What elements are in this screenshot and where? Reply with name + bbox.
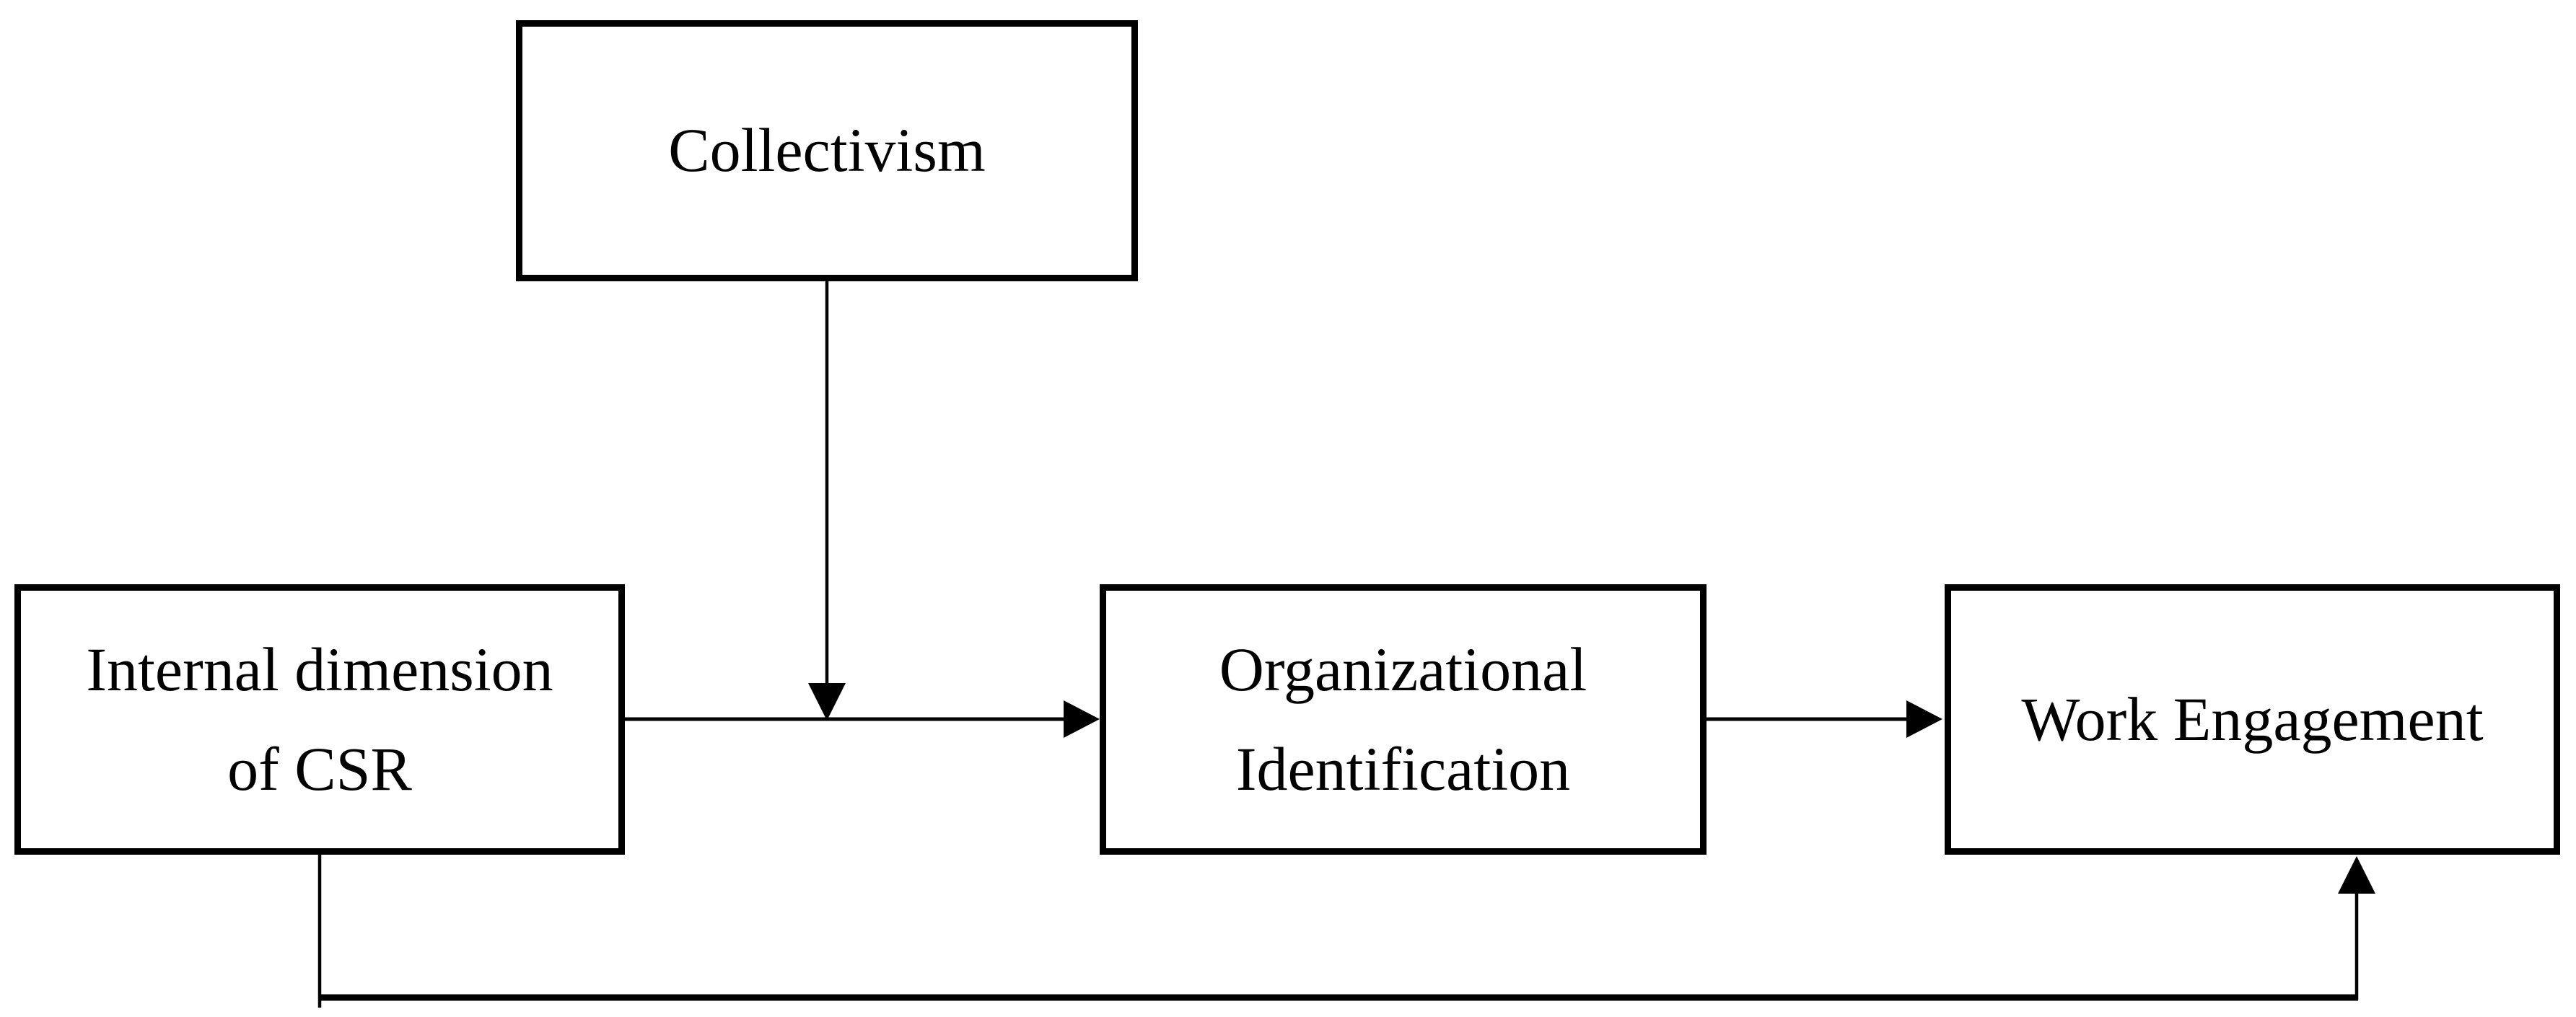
arrow-csr-to-work-engagement-direct [317, 855, 2375, 1008]
arrow-oi-to-we-head-icon [1906, 700, 1942, 738]
node-internal-csr-label-line2: of CSR [227, 734, 412, 804]
node-organizational-identification: Organizational Identification [1100, 584, 1707, 855]
arrow-organizational-identification-to-work-engagement [1706, 700, 1942, 738]
arrow-csr-to-we-head-icon [2338, 856, 2375, 894]
node-org-ident-label-line1: Organizational [1219, 634, 1587, 704]
node-collectivism-label: Collectivism [668, 115, 986, 185]
node-internal-dimension-of-csr: Internal dimension of CSR [14, 584, 625, 855]
node-work-engagement-label: Work Engagement [2021, 684, 2484, 754]
node-internal-csr-label-line1: Internal dimension [86, 634, 553, 704]
arrow-csr-to-oi-head-icon [1064, 700, 1100, 738]
node-work-engagement: Work Engagement [1945, 584, 2560, 855]
arrow-csr-to-organizational-identification [624, 700, 1100, 738]
arrow-collectivism-moderation [808, 281, 846, 721]
arrow-collectivism-head-icon [808, 683, 846, 721]
node-collectivism: Collectivism [516, 20, 1138, 281]
node-org-ident-label-line2: Identification [1235, 734, 1571, 804]
